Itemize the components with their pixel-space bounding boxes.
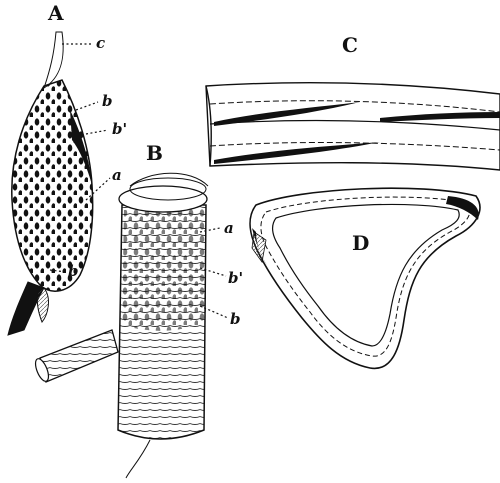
callout-b-bprime: b': [228, 269, 243, 287]
callout-a-bprime-leader: [86, 130, 108, 134]
panel-c-strip: [206, 83, 500, 170]
callout-a-a: a: [112, 166, 122, 184]
callout-a-blower: b: [68, 262, 79, 280]
callout-a-c: c: [96, 34, 105, 52]
panel-a-vessel: [8, 32, 93, 335]
callout-a-b-leader: [76, 102, 98, 110]
callout-a-b: b: [102, 92, 113, 110]
panel-c-label: C: [342, 33, 358, 57]
panel-d-cross-section: [250, 188, 480, 368]
panel-b-label: B: [146, 141, 163, 165]
callout-a-bprime: b': [112, 120, 127, 138]
callout-b-a: a: [224, 219, 234, 237]
panel-d-label: D: [352, 231, 369, 255]
panel-a-label: A: [47, 1, 64, 25]
callout-b-b: b: [230, 310, 241, 328]
